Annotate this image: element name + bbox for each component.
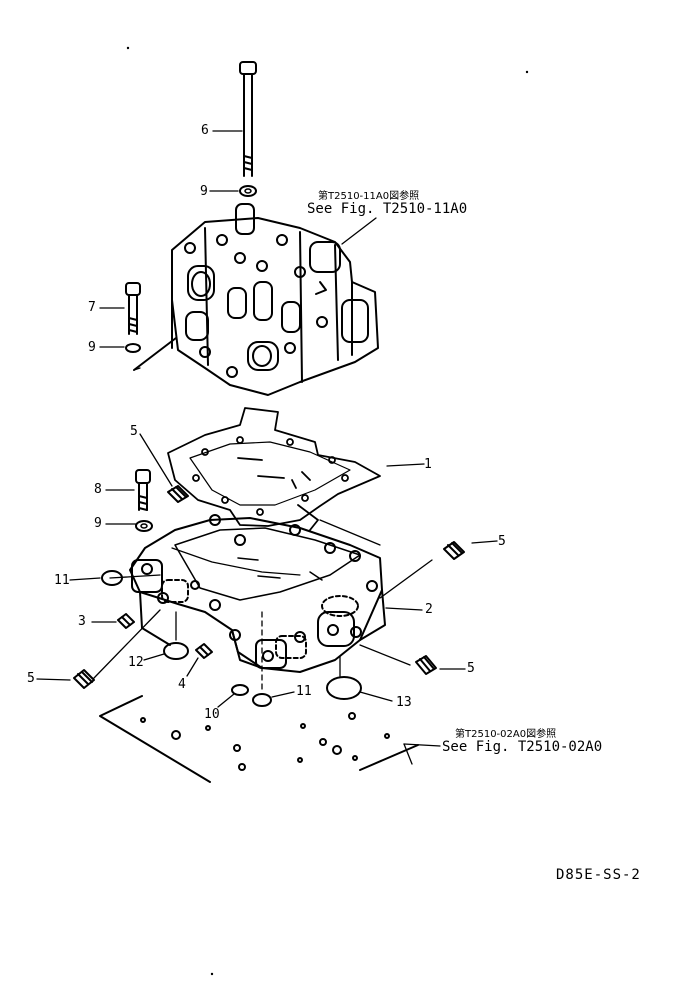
- plug-5-right: [443, 541, 465, 560]
- callout-9-lower: 9: [94, 516, 102, 531]
- o-ring-11-bottom: [252, 693, 272, 707]
- plug-5-lower-right: [415, 655, 437, 675]
- plug-5-lower-left: [73, 669, 95, 689]
- reference-top-jp: 第T2510-11A0図参照: [318, 191, 420, 202]
- o-ring-12: [163, 642, 189, 660]
- washer-9-upper: [239, 185, 257, 197]
- o-ring-11-left: [101, 570, 123, 586]
- bolt-8: [135, 469, 151, 511]
- callout-8: 8: [94, 482, 102, 497]
- callout-9-left: 9: [88, 340, 96, 355]
- callout-5-top: 5: [130, 424, 138, 439]
- callout-13: 13: [396, 695, 412, 710]
- alignment-lines: [93, 367, 433, 691]
- leader-lines: [36, 130, 498, 765]
- callout-3: 3: [78, 614, 86, 629]
- callout-1: 1: [424, 457, 432, 472]
- plug-3: [117, 613, 135, 629]
- callout-11-left: 11: [54, 573, 70, 588]
- callout-6: 6: [201, 123, 209, 138]
- lower-valve-body-2: [129, 514, 386, 673]
- bolt-7: [125, 282, 141, 335]
- reference-bottom-jp: 第T2510-02A0図参照: [455, 729, 557, 740]
- callout-9-upper: 9: [200, 184, 208, 199]
- gasket-1: [167, 407, 381, 531]
- callout-2: 2: [425, 602, 433, 617]
- drawing-code: D85E-SS-2: [556, 867, 641, 883]
- callout-5-lower-right: 5: [467, 661, 475, 676]
- callout-5-lower-left: 5: [27, 671, 35, 686]
- washer-9-left: [125, 343, 141, 353]
- callout-5-right: 5: [498, 534, 506, 549]
- bolt-6: [239, 61, 257, 177]
- o-ring-10: [231, 684, 249, 696]
- washer-9-lower: [135, 520, 153, 532]
- callout-4: 4: [178, 677, 186, 692]
- callout-11-bottom: 11: [296, 684, 312, 699]
- callout-7: 7: [88, 300, 96, 315]
- callout-12: 12: [128, 655, 144, 670]
- plug-4: [195, 643, 213, 659]
- reference-top-en: See Fig. T2510-11A0: [307, 201, 468, 217]
- plug-5-upper-left: [167, 485, 189, 503]
- callout-10: 10: [204, 707, 220, 722]
- upper-valve-body: [133, 203, 379, 396]
- reference-bottom-en: See Fig. T2510-02A0: [442, 739, 603, 755]
- o-ring-13: [326, 676, 362, 700]
- mounting-base: [99, 695, 419, 783]
